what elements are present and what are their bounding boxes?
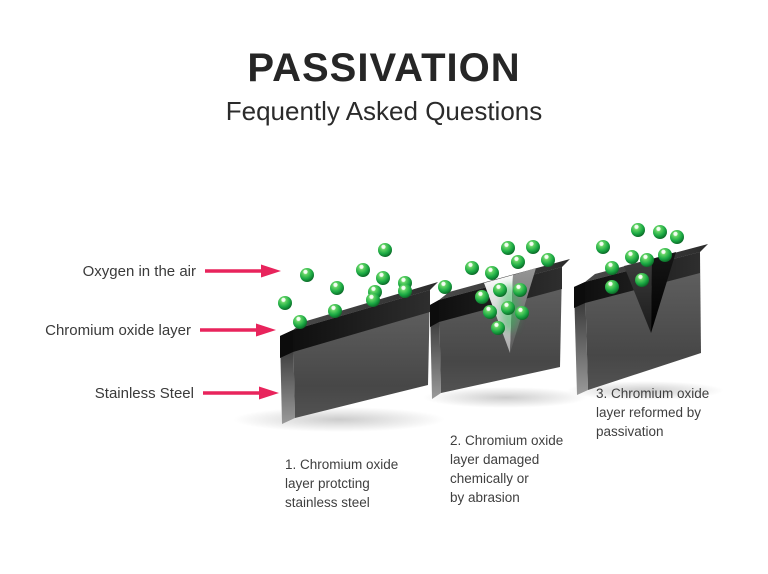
oxide-layer-band-side xyxy=(280,330,293,358)
oxygen-molecule-icon xyxy=(438,280,452,294)
oxygen-molecule-icon xyxy=(526,240,540,254)
oxygen-molecule-icon xyxy=(605,261,619,275)
right-arrow-icon xyxy=(203,386,279,400)
legend-label-chromium-oxide: Chromium oxide layer xyxy=(45,321,191,339)
oxygen-molecule-icon xyxy=(491,321,505,335)
reformed-notch-right-wall xyxy=(651,252,676,333)
oxygen-molecule-icon xyxy=(493,283,507,297)
oxygen-molecule-icon xyxy=(640,253,654,267)
oxygen-molecule-icon xyxy=(376,271,390,285)
oxygen-molecule-icon xyxy=(515,306,529,320)
oxygen-molecule-icon xyxy=(475,290,489,304)
oxygen-molecule-icon xyxy=(501,301,515,315)
oxygen-molecule-icon xyxy=(670,230,684,244)
oxygen-molecule-icon xyxy=(653,225,667,239)
oxygen-molecule-icon xyxy=(511,255,525,269)
page-title: PASSIVATION xyxy=(247,46,521,90)
caption-stage-3: 3. Chromium oxide layer reformed by pass… xyxy=(596,386,710,439)
steel-block-reformed xyxy=(574,223,708,395)
caption-stage-2: 2. Chromium oxide layer damaged chemical… xyxy=(450,433,564,505)
oxide-layer-band-side xyxy=(574,282,585,308)
legend-row-oxygen: Oxygen in the air xyxy=(0,261,281,281)
oxygen-molecule-icon xyxy=(398,284,412,298)
oxygen-molecule-icon xyxy=(485,266,499,280)
legend-label-oxygen: Oxygen in the air xyxy=(82,262,196,280)
steel-side-face xyxy=(574,282,588,395)
page-subtitle: Fequently Asked Questions xyxy=(225,96,543,126)
steel-block-intact xyxy=(278,243,438,424)
oxygen-molecule-icon xyxy=(378,243,392,257)
oxygen-molecule-icon xyxy=(631,223,645,237)
oxygen-molecule-icon xyxy=(635,273,649,287)
oxygen-molecule-icon xyxy=(465,261,479,275)
oxygen-molecule-icon xyxy=(658,248,672,262)
block-shadow xyxy=(423,387,588,408)
steel-block-damaged xyxy=(430,240,570,399)
block-shadow xyxy=(233,407,445,432)
oxygen-molecule-icon xyxy=(356,263,370,277)
oxygen-molecule-icon xyxy=(513,283,527,297)
oxygen-molecule-icon xyxy=(541,253,555,267)
legend-row-stainless-steel: Stainless Steel xyxy=(0,383,279,403)
right-arrow-icon xyxy=(205,264,281,278)
oxygen-molecule-icon xyxy=(596,240,610,254)
legend-row-chromium-oxide: Chromium oxide layer xyxy=(0,320,276,340)
oxygen-molecule-icon xyxy=(501,241,515,255)
oxygen-molecule-icon xyxy=(483,305,497,319)
oxygen-molecule-icon xyxy=(605,280,619,294)
oxygen-molecule-icon xyxy=(330,281,344,295)
block-shadow xyxy=(566,381,724,400)
oxygen-molecule-icon xyxy=(300,268,314,282)
oxygen-molecule-icon xyxy=(293,315,307,329)
oxygen-molecule-icon xyxy=(366,293,380,307)
oxygen-molecule-icon xyxy=(278,296,292,310)
oxide-layer-band xyxy=(293,290,430,352)
oxide-layer-band-side xyxy=(430,300,439,327)
caption-stage-1: 1. Chromium oxide layer protcting stainl… xyxy=(285,457,399,510)
oxygen-molecule-icon xyxy=(328,304,342,318)
right-arrow-icon xyxy=(200,323,276,337)
legend-label-stainless-steel: Stainless Steel xyxy=(94,384,194,402)
oxygen-molecule-icon xyxy=(625,250,639,264)
